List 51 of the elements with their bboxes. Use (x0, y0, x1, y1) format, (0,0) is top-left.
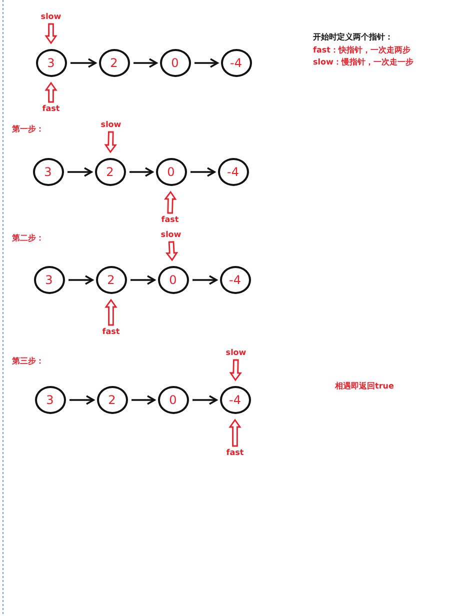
list-node-circle: -4 (218, 158, 248, 186)
list-node-circle: 3 (34, 386, 66, 414)
pointer-arrow (44, 82, 58, 103)
pointer-label: slow (100, 121, 122, 129)
list-node-circle: 2 (94, 158, 126, 186)
list-node-circle: 3 (34, 266, 64, 294)
step-label: 第二步： (12, 234, 44, 244)
step-label: 第三步： (12, 358, 44, 366)
pointer-arrow (229, 359, 242, 382)
arrow (68, 275, 94, 285)
arrow (130, 275, 156, 285)
list-node-circle: 0 (160, 49, 190, 77)
list-node-circle: 2 (98, 49, 130, 77)
list-node-circle: 2 (96, 266, 126, 294)
note-text: fast：快指针，一次走两步 (313, 46, 410, 56)
arrow (192, 275, 218, 285)
pointer-label: fast (226, 449, 244, 457)
pointer-arrow (165, 241, 178, 262)
list-node-circle: -4 (220, 386, 250, 414)
arrow (192, 395, 218, 405)
arrow (132, 395, 156, 405)
list-node-circle: 0 (158, 386, 188, 414)
pointer-label: fast (102, 328, 120, 336)
pointer-arrow (164, 190, 177, 214)
note-text: slow：慢指针，一次走一步 (313, 58, 414, 68)
pointer-label: slow (160, 231, 182, 239)
note-heading: 开始时定义两个指针： (313, 34, 393, 42)
pointer-label: slow (40, 13, 62, 21)
pointer-label: slow (226, 349, 246, 357)
list-node-circle: 3 (36, 49, 66, 77)
pointer-arrow (228, 418, 242, 447)
arrow (130, 167, 154, 177)
list-node-circle: -4 (220, 266, 250, 294)
pointer-arrow (44, 23, 58, 44)
arrow (190, 167, 216, 177)
arrow (134, 58, 158, 68)
pointer-arrow (104, 131, 117, 154)
pointer-arrow (104, 298, 118, 326)
arrow (68, 167, 92, 177)
list-node-circle: 0 (156, 158, 186, 186)
arrow (70, 58, 96, 68)
list-node-circle: 2 (96, 386, 128, 414)
arrow (70, 395, 94, 405)
pointer-label: fast (42, 105, 60, 113)
step-label: 第一步： (12, 126, 44, 134)
list-node-circle: -4 (220, 49, 252, 77)
list-node-circle: 0 (158, 266, 188, 294)
list-node-circle: 3 (32, 158, 64, 186)
arrow (194, 58, 218, 68)
pointer-label: fast (161, 216, 179, 224)
result-note: 相遇即返回true (335, 382, 394, 392)
